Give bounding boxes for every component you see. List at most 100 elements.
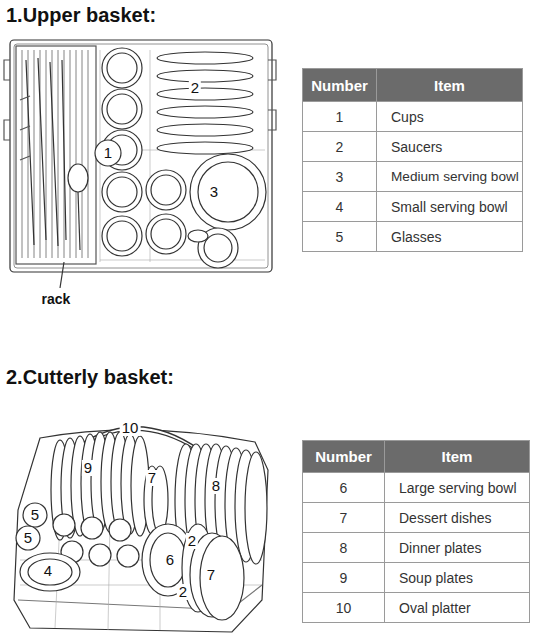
illustration-shape [4, 60, 276, 140]
table-text: 9 [340, 570, 348, 586]
table-cell: 3 [302, 161, 377, 192]
table-cell: 4 [302, 191, 377, 222]
table-cell: Soup plates [384, 562, 530, 593]
illustration-shape [20, 96, 30, 160]
table-text: 5 [336, 229, 344, 245]
callout-number: 9 [82, 460, 94, 476]
illustration-shape [70, 50, 71, 258]
illustration-shape [146, 170, 186, 210]
illustration-shape [150, 533, 186, 587]
illustration-shape [102, 48, 142, 88]
illustration-shape [245, 452, 267, 564]
illustration-shape [107, 221, 137, 251]
table-text: Item [442, 448, 473, 465]
illustration-shape [107, 94, 137, 124]
table-text: Saucers [391, 139, 442, 155]
illustration-shape [157, 88, 253, 100]
table-cell: Saucers [376, 131, 523, 162]
table-text: Small serving bowl [391, 199, 508, 215]
illustration-shape [68, 164, 88, 192]
illustration-shape [52, 50, 53, 258]
table-text: Glasses [391, 229, 442, 245]
illustration-shape [28, 50, 29, 258]
illustration-shape [109, 519, 131, 541]
illustration-shape [146, 214, 186, 254]
table-header-cell: Item [384, 440, 530, 473]
callout-number: 2 [189, 80, 201, 96]
illustration-shape [76, 50, 77, 258]
illustration-shape [107, 53, 137, 83]
section-heading: 1.Upper basket: [6, 4, 156, 27]
illustration-shape [14, 44, 268, 268]
illustration-shape [200, 536, 244, 620]
table-text: 4 [336, 199, 344, 215]
table-text: 7 [340, 510, 348, 526]
table-text: Dessert dishes [399, 510, 492, 526]
table-cell: 2 [302, 131, 377, 162]
illustration-shape [157, 70, 253, 82]
table-text: 6 [340, 480, 348, 496]
table-cell: 5 [302, 221, 377, 252]
illustration-shape [157, 124, 253, 136]
illustration-shape [53, 514, 75, 536]
illustration-shape [188, 230, 208, 242]
table-text: Medium serving bowl [391, 169, 519, 184]
table-header-cell: Number [302, 68, 377, 102]
callout-number: 7 [205, 567, 217, 583]
table-text: 10 [336, 600, 352, 616]
illustration-shape [40, 50, 41, 258]
table-text: Oval platter [399, 600, 471, 616]
illustration-shape [151, 219, 181, 249]
table-cell: Glasses [376, 221, 523, 252]
illustration-shape [16, 46, 96, 264]
table-header-cell: Item [376, 68, 523, 102]
illustration-shape [157, 106, 253, 118]
table-cell: Oval platter [384, 592, 530, 623]
callout-number: 4 [42, 563, 54, 579]
illustration-shape [108, 520, 110, 630]
callout-number: 2 [177, 584, 189, 600]
table-text: Cups [391, 109, 424, 125]
illustration-shape [190, 154, 266, 230]
serving-bowls [188, 154, 266, 268]
table-cell: 8 [302, 532, 385, 563]
table-cell: 10 [302, 592, 385, 623]
illustration-shape [78, 192, 80, 250]
illustration-shape [151, 175, 181, 205]
table-cell: Dessert dishes [384, 502, 530, 533]
table-text: Number [315, 448, 372, 465]
illustration-shape [102, 89, 142, 129]
illustration-shape [88, 50, 89, 258]
illustration-shape [107, 177, 137, 207]
table-text: Dinner plates [399, 540, 482, 556]
table-cell: Small serving bowl [376, 191, 523, 222]
leader-line [60, 262, 64, 288]
callout-number: 5 [29, 507, 41, 523]
callout-number: 3 [208, 184, 220, 200]
illustration-shape [82, 50, 83, 258]
callout-number: 5 [22, 530, 34, 546]
callout-number: 10 [120, 420, 141, 436]
table-text: Number [311, 77, 368, 94]
lower-basket [14, 427, 268, 632]
illustration-shape [10, 40, 272, 272]
bowls [20, 524, 244, 620]
illustration-shape [100, 50, 265, 262]
upper-basket [4, 40, 276, 288]
illustration-shape [89, 544, 111, 566]
illustration-shape [117, 545, 139, 567]
illustration-shape [157, 142, 253, 154]
illustration-shape [22, 50, 88, 258]
table-cell: 9 [302, 562, 385, 593]
illustration-shape [20, 553, 80, 591]
table-text: 1 [336, 109, 344, 125]
illustration-shape [157, 52, 253, 64]
table-cell: Dinner plates [384, 532, 530, 563]
callout-number: 1 [102, 145, 114, 161]
table-text: 8 [340, 540, 348, 556]
table-cell: 7 [302, 502, 385, 533]
illustration-shape [102, 172, 142, 212]
illustration-shape [81, 517, 103, 539]
part-label: rack [42, 291, 71, 307]
